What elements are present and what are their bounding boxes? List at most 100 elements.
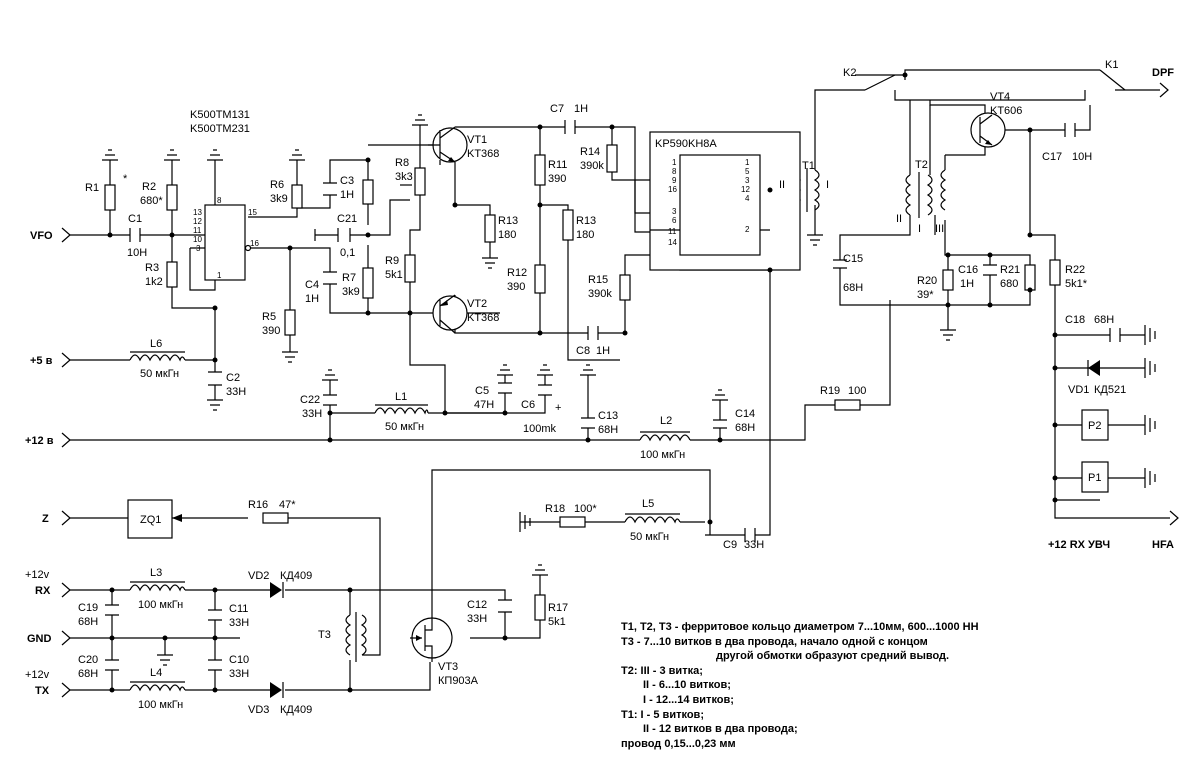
ic-dd2-pin: 1 — [672, 158, 677, 167]
label-vt3-value: КП903А — [438, 675, 479, 687]
port-arrows — [61, 82, 1179, 698]
transistors — [410, 112, 1006, 662]
label-c11-value: 33H — [229, 617, 249, 629]
label-r14-value: 390k — [580, 160, 604, 172]
label-l6-value: 50 мкГн — [140, 368, 179, 380]
label-r16: R16 — [248, 499, 268, 511]
label-r14: R14 — [580, 146, 600, 158]
label-r5: R5 — [262, 311, 276, 323]
component-labels: R1 * R2 680* R3 1k2 C1 10H R5 390 R6 3k9… — [78, 59, 1126, 716]
label-r19-value: 100 — [848, 385, 866, 397]
label-r6: R6 — [270, 179, 284, 191]
label-c6-plus: + — [555, 402, 561, 414]
label-vt2: VT2 — [467, 298, 487, 310]
label-r13b: R13 — [576, 215, 596, 227]
label-l6: L6 — [150, 338, 162, 350]
label-c14: C14 — [735, 408, 755, 420]
ic-dd1-line1: K500TM131 — [190, 109, 250, 121]
ground-symbols — [102, 114, 1156, 666]
note-line: II - 6...10 витков; — [643, 679, 731, 692]
label-t1-winding-2: II — [779, 179, 785, 191]
label-c3: C3 — [340, 175, 354, 187]
label-c11: C11 — [229, 603, 248, 615]
wires — [70, 69, 1170, 691]
label-r13b-value: 180 — [576, 229, 594, 241]
label-c1-value: 10H — [127, 247, 147, 259]
label-r11-value: 390 — [548, 173, 566, 185]
ic-dd2-pin: 14 — [668, 238, 677, 247]
label-r1-star: * — [123, 173, 128, 185]
label-p2: P2 — [1088, 420, 1101, 432]
note-line: II - 12 витков в два провода; — [643, 723, 798, 736]
label-c19-value: 68H — [78, 616, 98, 628]
label-r21: R21 — [1000, 264, 1020, 276]
label-c10: C10 — [229, 654, 249, 666]
label-c4: C4 — [305, 279, 319, 291]
label-c7-value: 1H — [574, 103, 588, 115]
label-c9: C9 — [723, 539, 737, 551]
label-l5: L5 — [642, 498, 654, 510]
label-r12: R12 — [507, 267, 527, 279]
label-r13a-value: 180 — [498, 229, 516, 241]
label-vt4-value: KT606 — [990, 105, 1022, 117]
label-c2-value: 33H — [226, 386, 246, 398]
ic-dd2-pin: 9 — [672, 176, 677, 185]
label-vt3: VT3 — [438, 661, 458, 673]
label-c20: C20 — [78, 654, 98, 666]
resistors — [104, 144, 1061, 621]
note-line: провод 0,15...0,23 мм — [621, 737, 736, 750]
capacitors — [105, 120, 1121, 671]
ic-dd1-pin: 12 — [193, 217, 202, 226]
label-r20-value: 39* — [917, 289, 934, 301]
label-c19: C19 — [78, 602, 98, 614]
label-zq1: ZQ1 — [140, 514, 161, 526]
ic-dd2-pin: 2 — [745, 225, 750, 234]
label-r15-value: 390k — [588, 288, 612, 300]
label-vd1-value: КД521 — [1094, 384, 1126, 396]
label-l2: L2 — [660, 415, 672, 427]
note-line: T3 - 7...10 витков в два провода, начало… — [621, 635, 928, 648]
label-l2-value: 100 мкГн — [640, 449, 685, 461]
label-c6: C6 — [521, 399, 535, 411]
label-c20-value: 68H — [78, 668, 98, 680]
ic-dd1-pin: 16 — [250, 239, 259, 248]
port-rx-uvch: +12 RX УВЧ — [1048, 539, 1110, 551]
label-r21-value: 680 — [1000, 278, 1018, 290]
ic-dd2-pin: 1 — [745, 158, 750, 167]
label-k1: K1 — [1105, 59, 1118, 71]
label-c6-value: 100mk — [523, 423, 557, 435]
ic-dd2-pin: 3 — [745, 176, 750, 185]
label-c3-value: 1H — [340, 189, 354, 201]
label-c17-value: 10H — [1072, 151, 1092, 163]
diodes — [270, 360, 1100, 698]
ic-dd2-pin: 5 — [745, 167, 750, 176]
label-t2-winding-1: I — [918, 223, 921, 235]
label-l4-value: 100 мкГн — [138, 699, 183, 711]
label-r18: R18 — [545, 503, 565, 515]
ic-dd2-pin: 3 — [672, 207, 677, 216]
label-r13a: R13 — [498, 215, 518, 227]
port-labels: VFO +5 в +12 в Z +12v RX GND +12v TX DPF… — [25, 67, 1174, 697]
inductors — [129, 351, 691, 692]
label-vd1: VD1 — [1068, 384, 1089, 396]
label-r20: R20 — [917, 275, 937, 287]
label-c16-value: 1H — [960, 278, 974, 290]
port-hfa: HFA — [1152, 539, 1174, 551]
label-c9-value: 33H — [744, 539, 764, 551]
ic-dd2-pin: 16 — [668, 185, 677, 194]
label-c18-value: 68H — [1094, 314, 1114, 326]
label-c14-value: 68H — [735, 422, 755, 434]
label-vt1: VT1 — [467, 134, 487, 146]
ic-dd1-pin: 11 — [193, 226, 202, 235]
label-c22: C22 — [300, 394, 320, 406]
label-vd3-value: КД409 — [280, 704, 312, 716]
port-z: Z — [42, 513, 49, 525]
port-plus5: +5 в — [30, 355, 53, 367]
label-c15-value: 68H — [843, 282, 863, 294]
port-plus12: +12 в — [25, 435, 54, 447]
label-c21: C21 — [337, 213, 357, 225]
label-c5: C5 — [475, 385, 489, 397]
label-r5-value: 390 — [262, 325, 280, 337]
note-line: T1: I - 5 витков; — [621, 708, 704, 721]
